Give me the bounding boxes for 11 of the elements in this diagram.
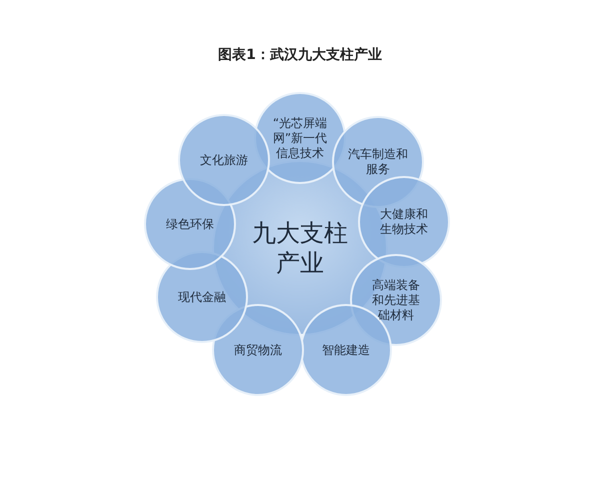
petal-label: 绿色环保 [165, 216, 215, 232]
center-label: 九大支柱产业 [251, 218, 349, 278]
petal-label: 高端装备和先进基础材料 [371, 278, 421, 322]
petal-label: “光芯屏端网”新一代信息技术 [272, 116, 328, 160]
petal-label: 智能建造 [321, 342, 371, 358]
petal-label: 商贸物流 [233, 342, 283, 358]
petal-label: 汽车制造和服务 [348, 147, 408, 177]
petal-label: 文化旅游 [199, 152, 249, 168]
petal-label: 现代金融 [177, 290, 227, 304]
title: 图表1：武汉九大支柱产业 [217, 46, 383, 64]
petal-label: 大健康和生物技术 [379, 207, 429, 237]
